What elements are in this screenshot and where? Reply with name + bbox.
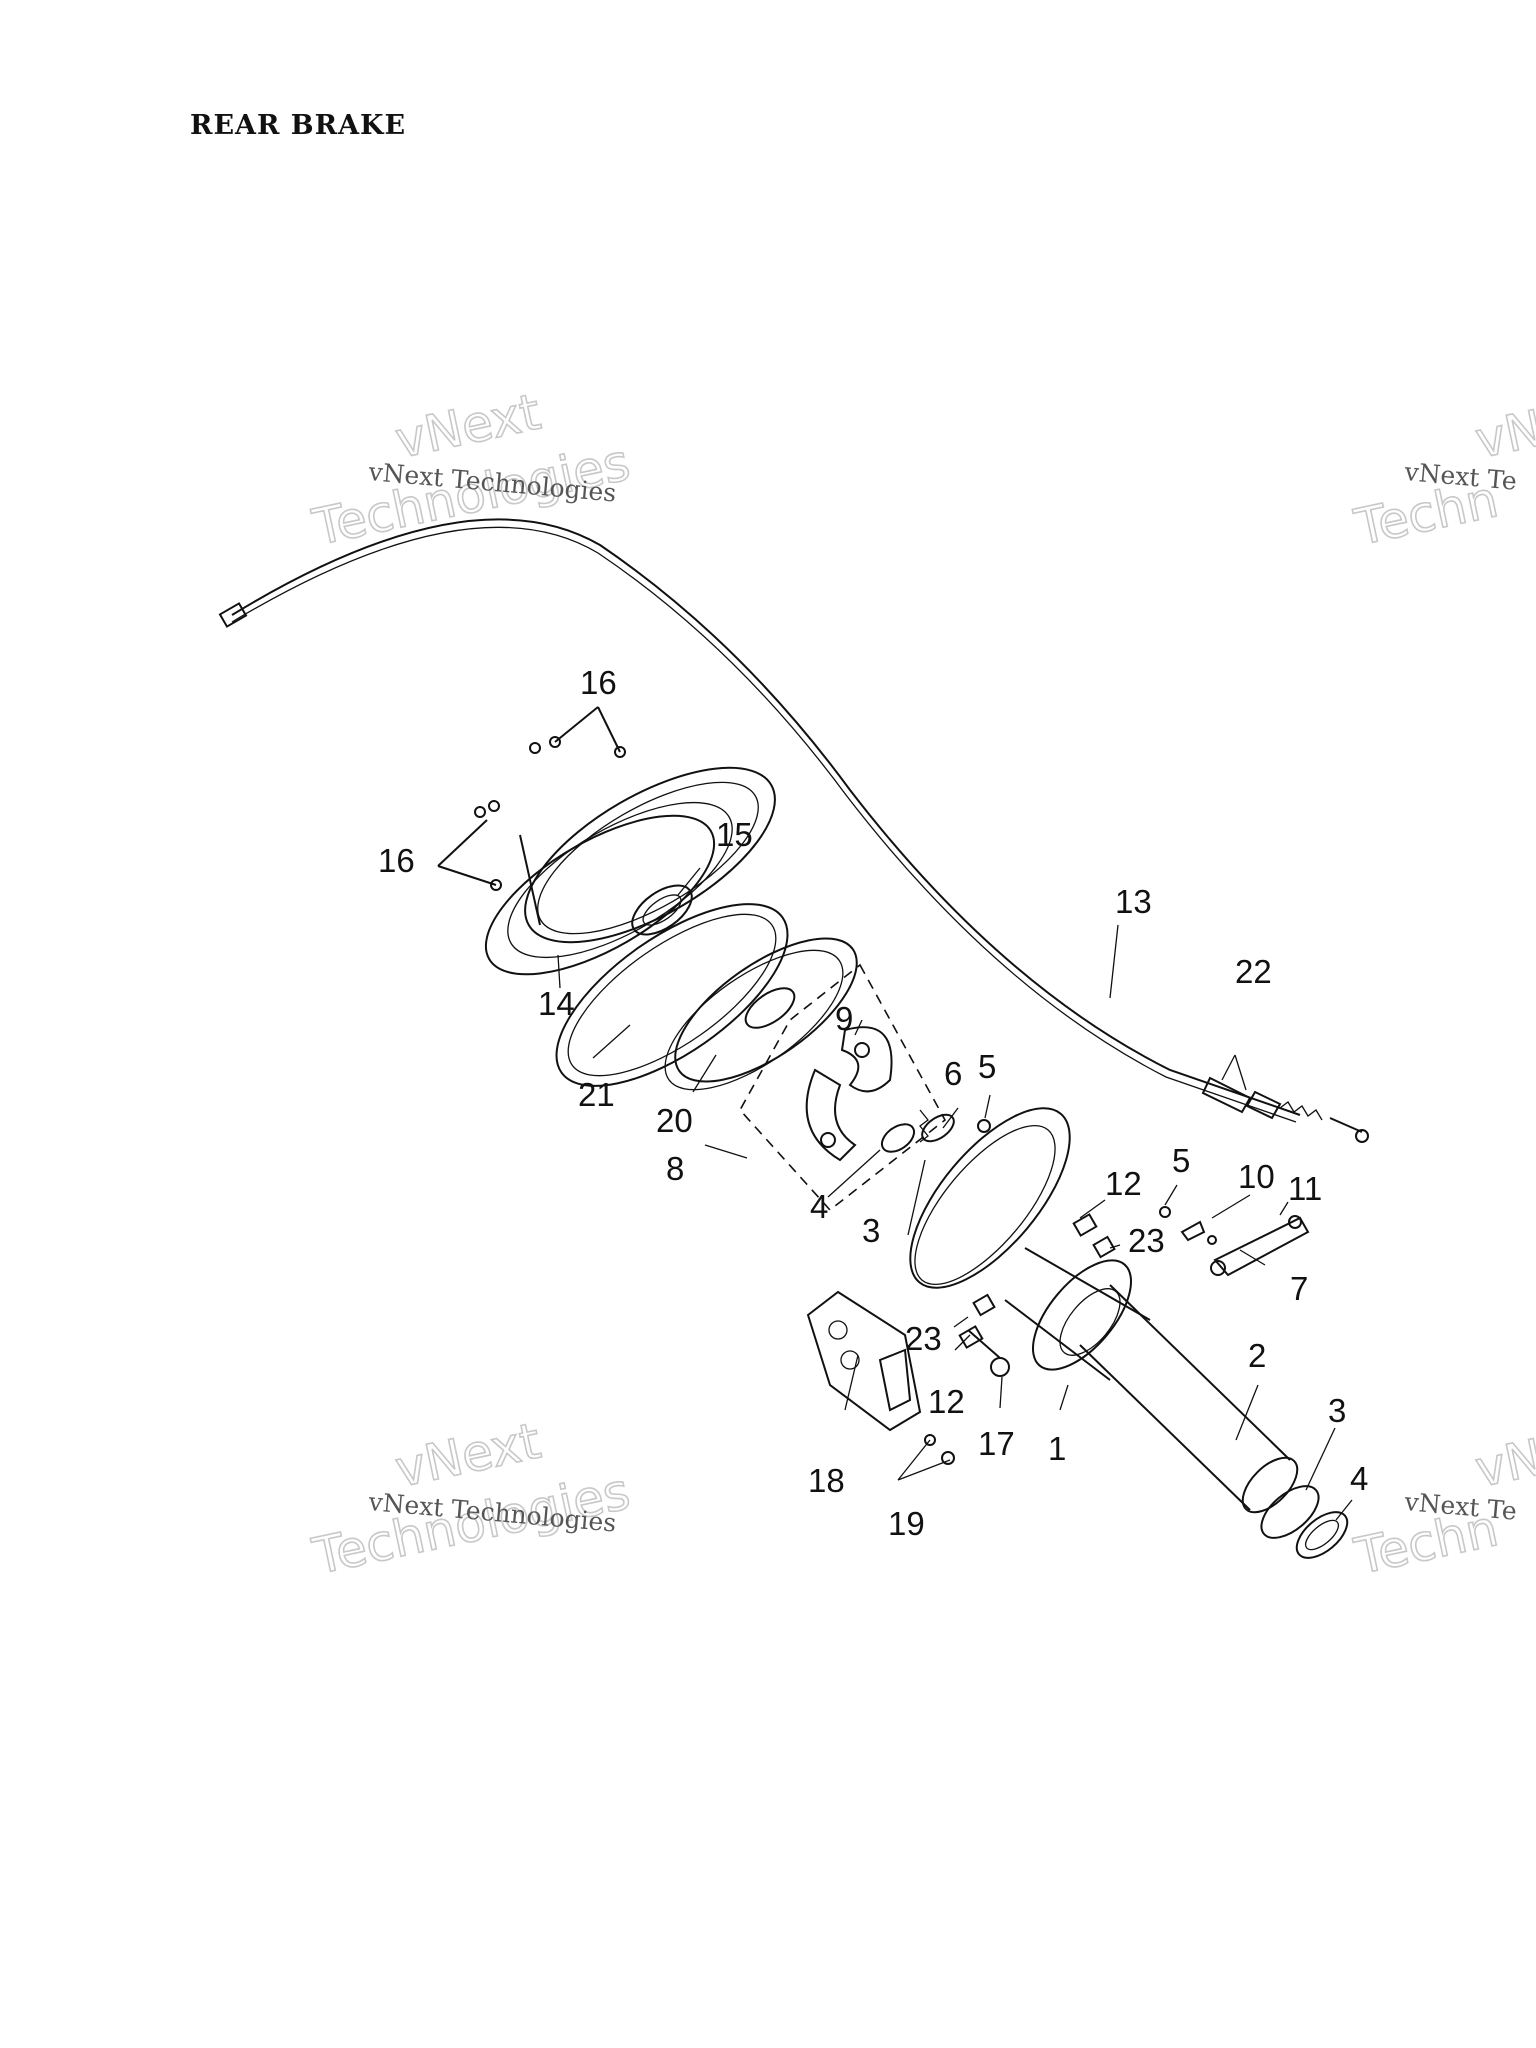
callout-9: 9 [835,1000,853,1037]
brake-arm [1159,1206,1310,1277]
callout-6: 6 [944,1055,962,1092]
callout-labels: 16 16 15 14 21 20 9 6 5 8 4 3 13 22 12 5… [378,664,1368,1542]
callout-3-upper: 3 [862,1212,880,1249]
callout-4-lower: 4 [1350,1460,1368,1497]
fasteners [958,1213,1116,1377]
svg-text:vN: vN [1470,1428,1536,1499]
callout-15: 15 [716,816,753,853]
callout-22: 22 [1235,953,1272,990]
watermark-bottom-right-partial: vN Techn vNext Te [1349,1427,1536,1586]
callout-18: 18 [808,1462,845,1499]
callout-7: 7 [1290,1270,1308,1307]
callout-16-top: 16 [580,664,617,701]
seal [631,884,693,936]
callout-19: 19 [888,1505,925,1542]
callout-23-lower: 23 [905,1320,942,1357]
callout-4-upper: 4 [810,1188,828,1225]
brake-shoes [805,1026,893,1162]
brake-cable [218,518,1369,1143]
callout-20: 20 [656,1102,693,1139]
callout-11: 11 [1288,1170,1322,1207]
watermark-top-right-partial: vN Techn vNext Te [1349,398,1536,557]
leader-lines [557,867,1353,1521]
svg-text:vN: vN [1470,399,1536,470]
brake-plate [664,937,858,1091]
callout-21: 21 [578,1076,615,1113]
callout-3-lower: 3 [1328,1392,1346,1429]
axle-housing [1032,1259,1299,1514]
callout-8: 8 [666,1150,684,1187]
callout-12-upper: 12 [1105,1165,1142,1202]
callout-1: 1 [1048,1430,1066,1467]
end-rings [1260,1485,1349,1559]
cam-assembly [880,1109,991,1153]
callout-17: 17 [978,1425,1015,1462]
watermark-bottom-left: vNext Technologies vNext Technologies [307,1411,636,1587]
callout-2: 2 [1248,1337,1266,1374]
diagram-title: REAR BRAKE [190,110,407,141]
callout-5-upper: 5 [978,1048,996,1085]
callout-5-lower: 5 [1172,1142,1190,1179]
callout-23-upper: 23 [1128,1222,1165,1259]
callout-12-lower: 12 [928,1383,965,1420]
callout-10: 10 [1238,1158,1275,1195]
callout-13: 13 [1115,883,1152,920]
callout-16-left: 16 [378,842,415,879]
backing-plate [909,1107,1151,1381]
drum-bolts [437,706,626,891]
gasket [555,903,789,1087]
callout-14: 14 [538,985,575,1022]
bracket [806,1290,955,1465]
watermark-top-left: vNext Technologies vNext Technologies [307,382,636,558]
